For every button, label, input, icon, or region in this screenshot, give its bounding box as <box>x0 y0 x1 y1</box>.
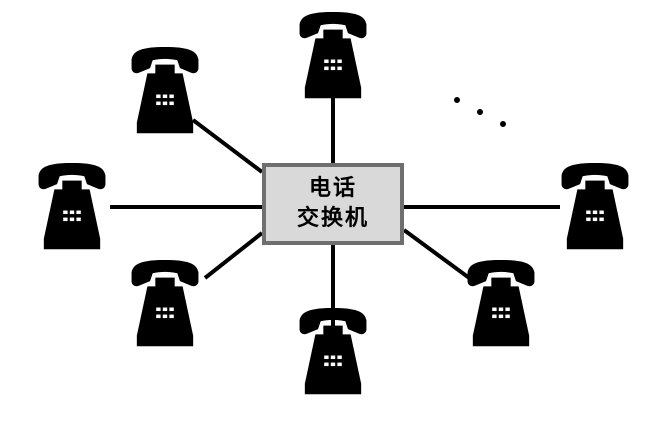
telephone-icon <box>467 260 535 347</box>
switch-label-line2: 交换机 <box>296 206 369 231</box>
telephone-upper-left <box>131 47 199 134</box>
telephone-top <box>299 12 367 99</box>
ellipsis-dots <box>454 97 506 127</box>
telephone-lower-right <box>467 260 535 347</box>
telephone-icon <box>38 163 106 250</box>
telephone-switch-box: 电话 交换机 <box>262 163 404 245</box>
telephone-icon <box>561 163 629 250</box>
telephone-icon <box>131 47 199 134</box>
telephone-left <box>38 163 106 250</box>
telephone-icon <box>131 260 199 347</box>
telephone-lower-left <box>131 260 199 347</box>
dot <box>454 97 460 103</box>
telephone-icon <box>299 12 367 99</box>
dot <box>500 121 506 127</box>
line-upper-left <box>191 118 264 174</box>
line-lower-left <box>203 231 264 280</box>
connection-lines <box>110 90 560 330</box>
switch-label-line1: 电话 <box>308 176 357 201</box>
line-lower-right <box>402 228 474 282</box>
telephone-right <box>561 163 629 250</box>
dot <box>477 109 483 115</box>
